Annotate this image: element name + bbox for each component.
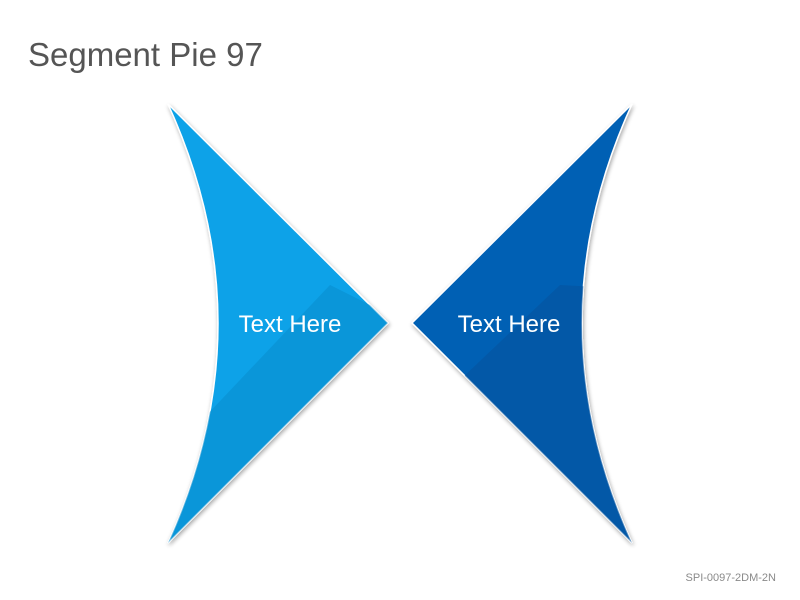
segment-left-shade bbox=[168, 285, 388, 543]
segment-right-label: Text Here bbox=[458, 311, 561, 338]
segment-right: Text Here bbox=[410, 103, 633, 544]
footer-code: SPI-0097-2DM-2N bbox=[685, 572, 776, 584]
segment-left-label: Text Here bbox=[239, 311, 342, 338]
page-title: Segment Pie 97 bbox=[28, 36, 263, 73]
segment-left: Text Here bbox=[167, 103, 390, 544]
